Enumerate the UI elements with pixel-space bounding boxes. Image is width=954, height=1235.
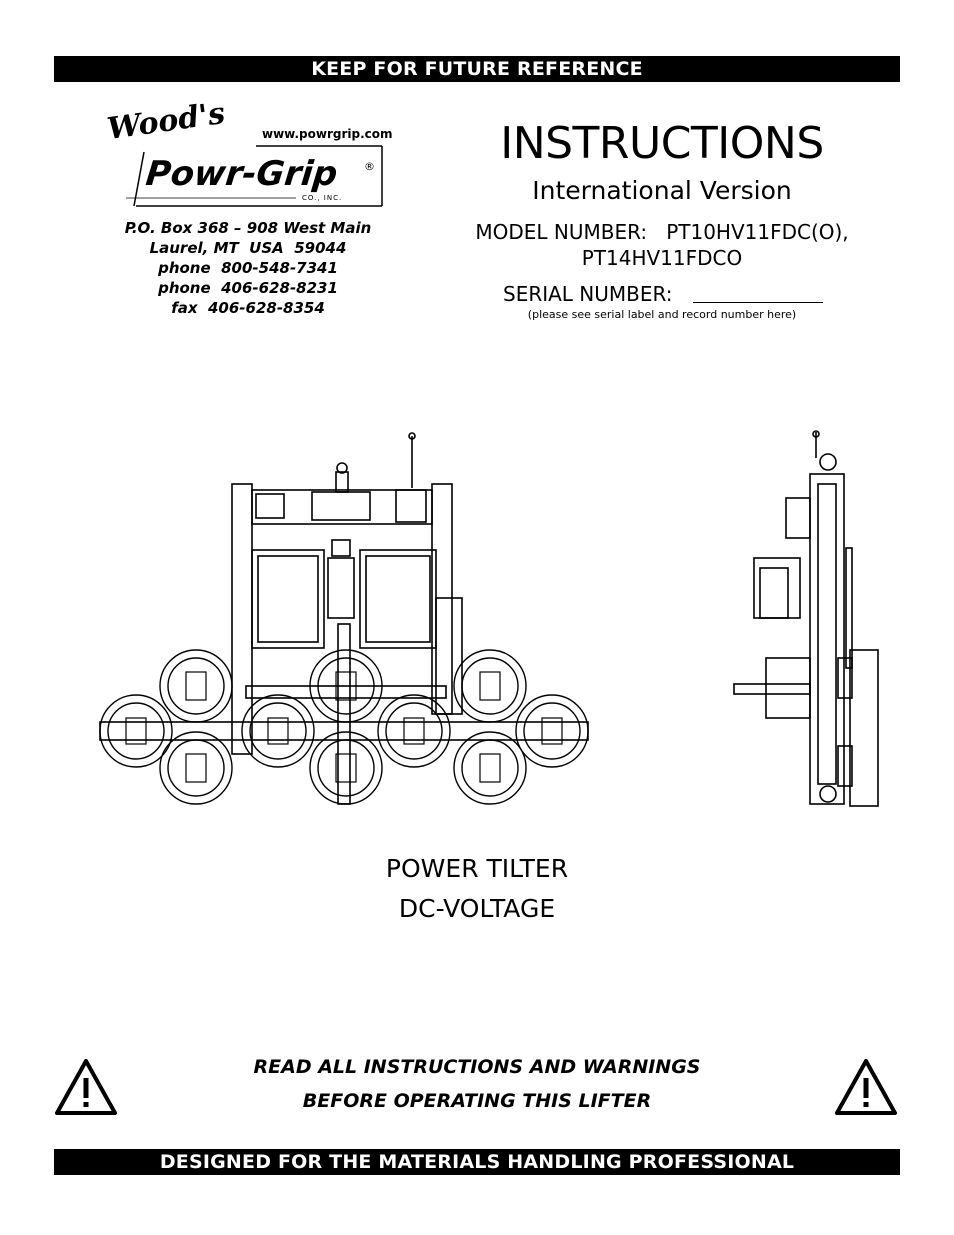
footer-banner: DESIGNED FOR THE MATERIALS HANDLING PROF… <box>54 1149 900 1175</box>
logo-website: www.powrgrip.com <box>262 127 393 141</box>
header-banner: KEEP FOR FUTURE REFERENCE <box>54 56 900 82</box>
address-line: phone 800-548-7341 <box>158 259 338 277</box>
serial-number-label: SERIAL NUMBER: <box>503 282 673 306</box>
product-type-line-2: DC-VOLTAGE <box>398 894 556 923</box>
warning-icon <box>835 1059 897 1115</box>
lifter-side-view-drawing <box>733 430 879 807</box>
lifter-front-view-drawing <box>99 432 589 805</box>
logo-frame <box>126 145 383 207</box>
page-title: INSTRUCTIONS <box>500 118 824 169</box>
address-line: P.O. Box 368 – 908 West Main <box>124 219 372 237</box>
product-type-line-1: POWER TILTER <box>385 854 569 883</box>
model-number-value-2: PT14HV11FDCO <box>581 246 743 270</box>
page-subtitle: International Version <box>532 176 792 205</box>
address-line: phone 406-628-8231 <box>158 279 338 297</box>
serial-number-blank <box>693 302 823 303</box>
address-line: Laurel, MT USA 59044 <box>149 239 347 257</box>
company-logo: Wood's www.powrgrip.com Powr-Grip ® CO.,… <box>105 96 393 210</box>
warning-icon <box>55 1059 117 1115</box>
logo-brand-name: Powr-Grip <box>143 154 340 194</box>
logo-registered-mark: ® <box>364 160 375 173</box>
model-number-label: MODEL NUMBER: <box>475 220 648 244</box>
model-number-value: PT10HV11FDC(O), <box>666 220 849 244</box>
logo-company-suffix: CO., INC. <box>302 194 343 202</box>
warning-text-line-2: BEFORE OPERATING THIS LIFTER <box>302 1090 652 1112</box>
serial-number-note: (please see serial label and record numb… <box>527 308 797 321</box>
company-address: P.O. Box 368 – 908 West Main Laurel, MT … <box>100 218 396 318</box>
model-number-line: MODEL NUMBER: PT10HV11FDC(O), <box>462 220 862 244</box>
address-line: fax 406-628-8354 <box>171 299 325 317</box>
warning-text-line-1: READ ALL INSTRUCTIONS AND WARNINGS <box>253 1056 701 1078</box>
